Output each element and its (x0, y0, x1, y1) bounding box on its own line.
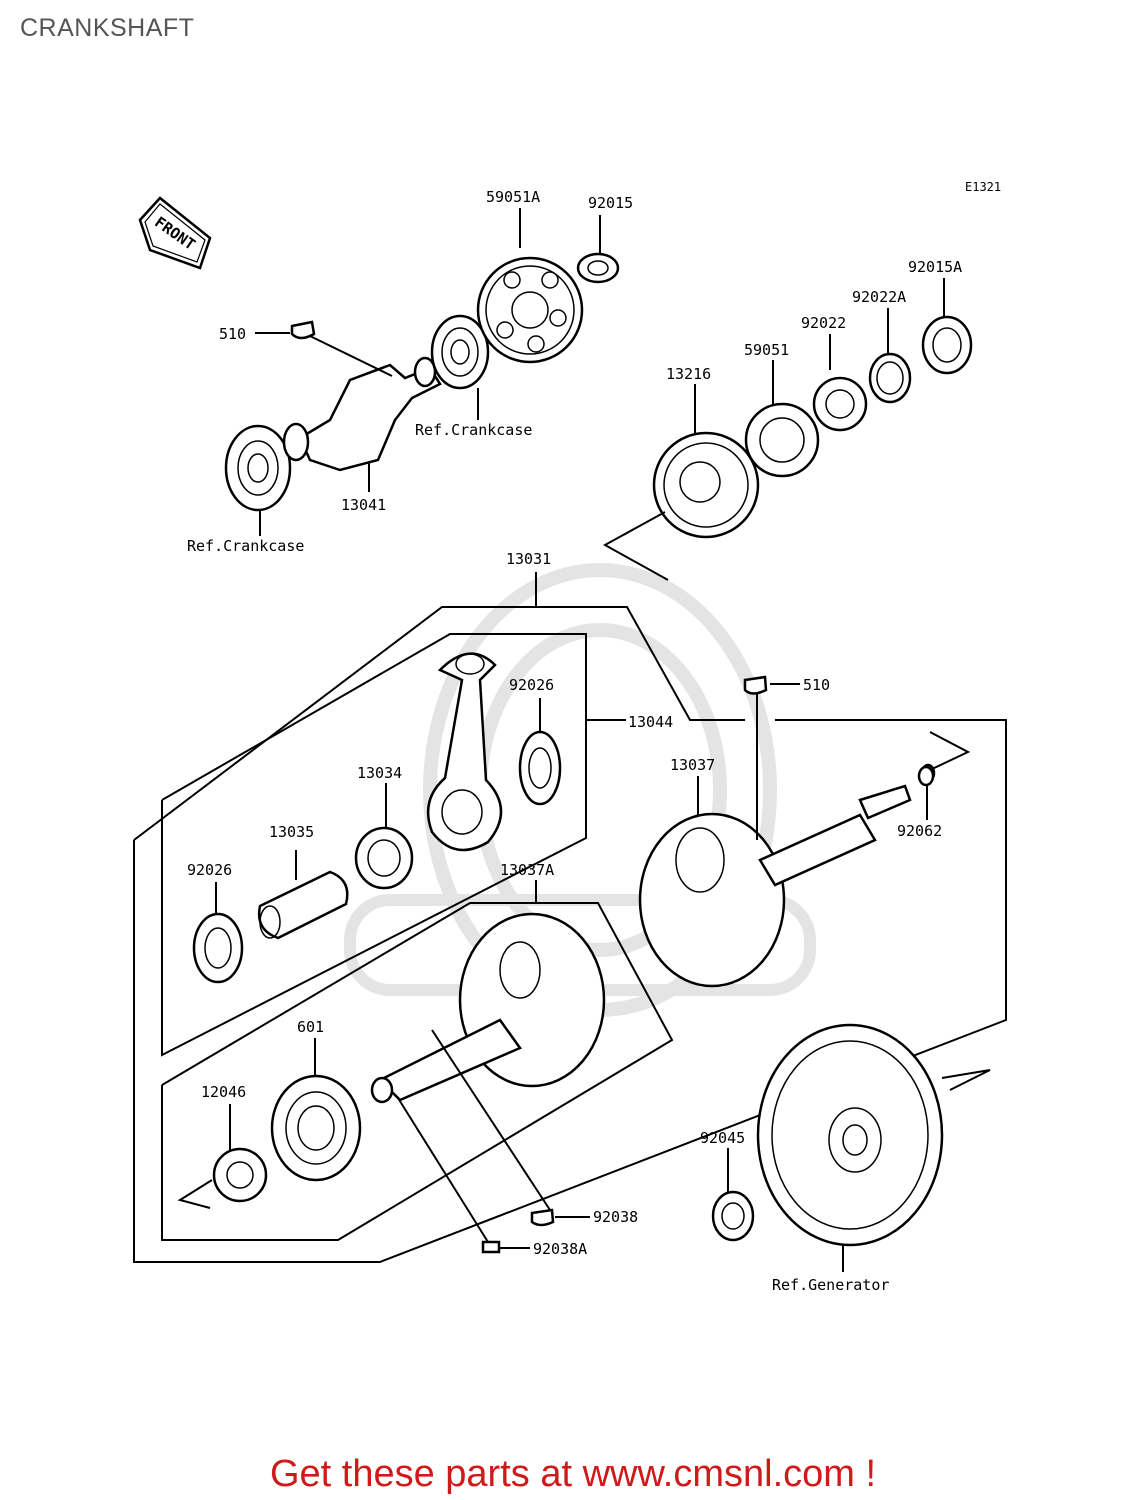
label-59051: 59051 (744, 341, 789, 359)
leader-lines-lower (215, 683, 928, 1272)
label-92015A: 92015A (908, 258, 962, 276)
label-92045: 92045 (700, 1129, 745, 1147)
label-92026-top: 92026 (509, 676, 554, 694)
label-13035: 13035 (269, 823, 314, 841)
label-13037: 13037 (670, 756, 715, 774)
label-ref-generator: Ref.Generator (772, 1276, 889, 1294)
generator-rotor (711, 1023, 991, 1247)
label-13034: 13034 (357, 764, 402, 782)
label-601: 601 (297, 1018, 324, 1036)
crank-half-13037 (638, 763, 936, 988)
assembly-outline-13031 (133, 572, 1007, 1263)
label-92022: 92022 (801, 314, 846, 332)
label-92038: 92038 (593, 1208, 638, 1226)
assembly-outline-13044 (161, 633, 626, 1057)
label-92038A: 92038A (533, 1240, 587, 1258)
front-arrow-icon: FRONT (138, 196, 212, 270)
woodruff-keys (481, 675, 935, 1254)
label-92015: 92015 (588, 194, 633, 212)
label-ref-crankcase-1: Ref.Crankcase (415, 421, 532, 439)
label-510-mid: 510 (803, 676, 830, 694)
lower-left-parts (177, 1074, 362, 1209)
connecting-rod-parts (192, 652, 562, 984)
assembly-outline-13037A (161, 880, 674, 1241)
label-510-top: 510 (219, 325, 246, 343)
leader-lines-upper (255, 208, 945, 581)
label-13041: 13041 (341, 496, 386, 514)
label-13044: 13044 (628, 713, 673, 731)
label-13037A: 13037A (500, 861, 554, 879)
label-13216: 13216 (666, 365, 711, 383)
diagram-code: E1321 (965, 180, 1001, 194)
label-92062: 92062 (897, 822, 942, 840)
primary-gear-cluster (652, 315, 973, 539)
page-title: CRANKSHAFT (20, 14, 195, 42)
label-92026-left: 92026 (187, 861, 232, 879)
footer-link[interactable]: Get these parts at www.cmsnl.com ! (269, 1453, 877, 1495)
label-59051A: 59051A (486, 188, 540, 206)
label-13031: 13031 (506, 550, 551, 568)
label-ref-crankcase-2: Ref.Crankcase (187, 537, 304, 555)
balancer-shaft-assembly (224, 252, 620, 512)
crank-half-13037A (370, 912, 606, 1104)
label-12046: 12046 (201, 1083, 246, 1101)
label-92022A: 92022A (852, 288, 906, 306)
